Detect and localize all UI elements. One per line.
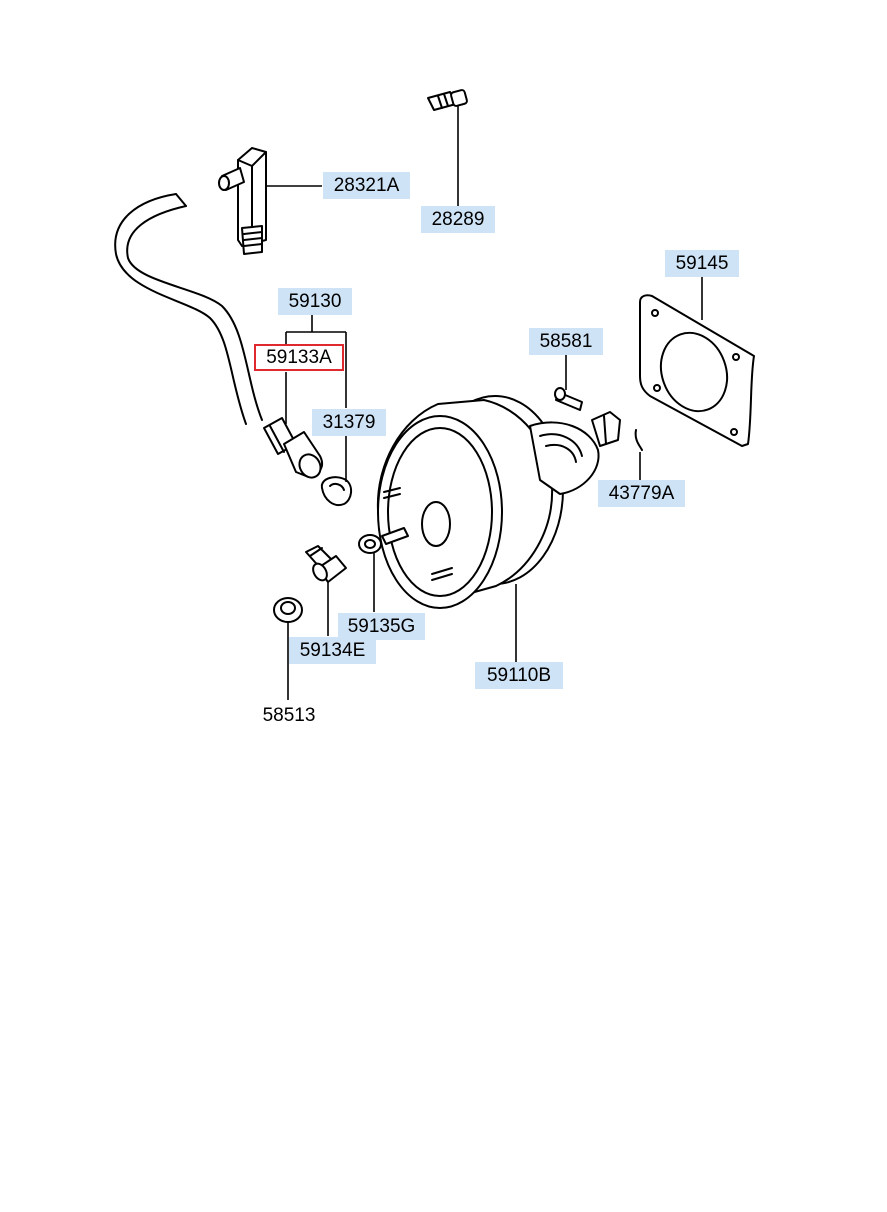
- valve-59134E-drawing: [305, 545, 347, 583]
- vacuum-hose-drawing: [114, 193, 324, 479]
- brake-booster-59110B-drawing: [376, 395, 621, 609]
- part-label-59134E[interactable]: 59134E: [289, 637, 376, 664]
- part-label-58513: 58513: [262, 705, 316, 726]
- part-label-59110B[interactable]: 59110B: [475, 662, 563, 689]
- pin-58581-drawing: [554, 387, 583, 411]
- clip-31379-drawing: [320, 476, 352, 506]
- part-label-59145[interactable]: 59145: [665, 250, 739, 277]
- part-label-28289[interactable]: 28289: [421, 206, 495, 233]
- part-label-58581[interactable]: 58581: [529, 328, 603, 355]
- part-label-59133A[interactable]: 59133A: [254, 344, 344, 371]
- gasket-59145-drawing: [639, 294, 755, 447]
- leader-lines: [266, 106, 703, 700]
- part-label-31379[interactable]: 31379: [312, 409, 386, 436]
- part-label-43779A[interactable]: 43779A: [598, 480, 685, 507]
- part-label-28321A[interactable]: 28321A: [323, 172, 410, 199]
- part-label-59130[interactable]: 59130: [278, 288, 352, 315]
- clip-43779A-drawing: [634, 429, 643, 451]
- part-label-59135G[interactable]: 59135G: [338, 613, 425, 640]
- fitting-28321A-drawing: [218, 147, 267, 255]
- seal-59135G-drawing: [358, 534, 382, 554]
- bolt-28289-drawing: [427, 89, 468, 111]
- grommet-58513-drawing: [273, 597, 303, 623]
